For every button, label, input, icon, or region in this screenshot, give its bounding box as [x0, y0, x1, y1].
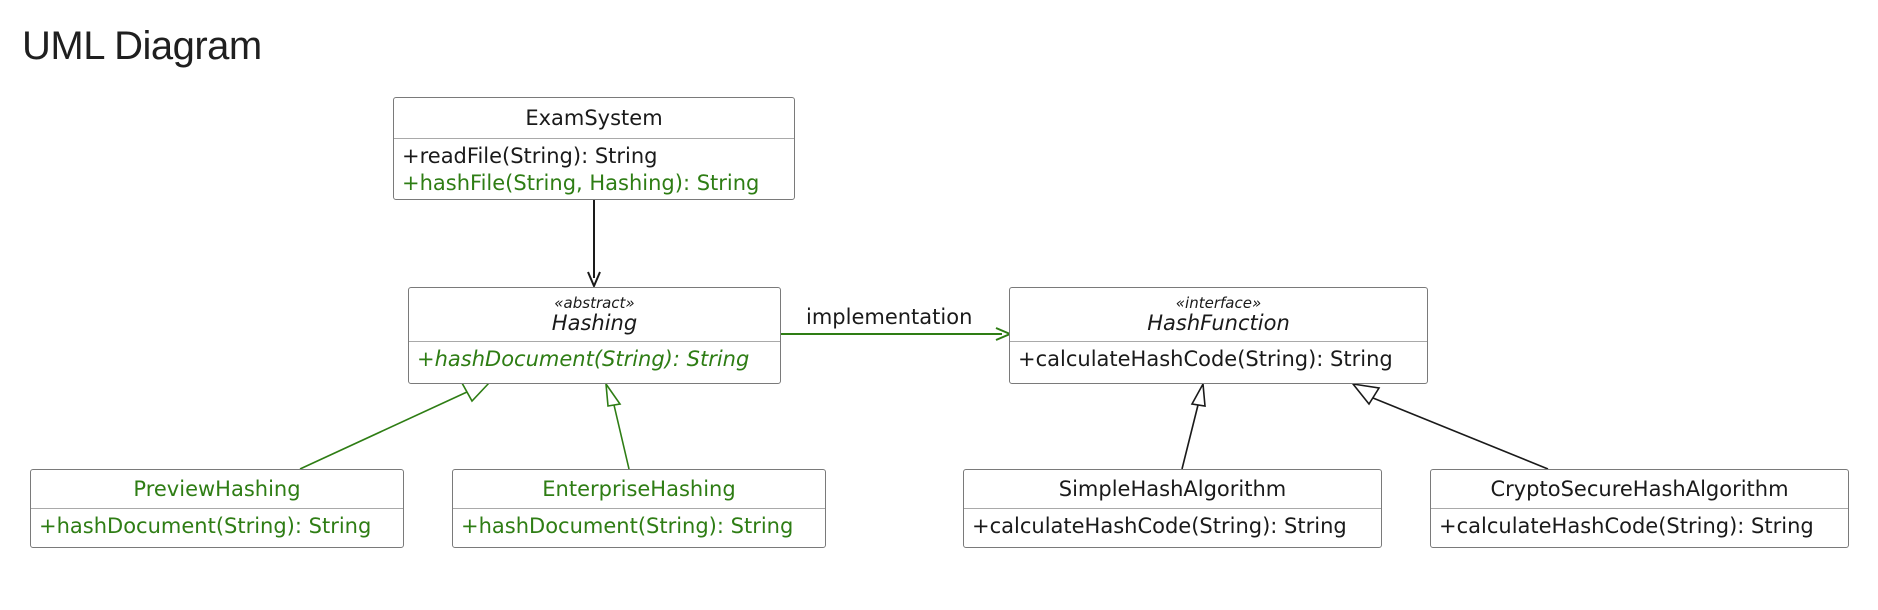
class-name: EnterpriseHashing: [542, 477, 736, 501]
class-name: Hashing: [551, 310, 638, 335]
method-hashdocument: +hashDocument(String): String: [39, 514, 372, 538]
implementation-label: implementation: [806, 305, 973, 329]
class-cryptosecurehashalgorithm[interactable]: CryptoSecureHashAlgorithm +calculateHash…: [1430, 469, 1849, 548]
class-examsystem[interactable]: ExamSystem +readFile(String): String +ha…: [393, 97, 795, 200]
method-hashfile: +hashFile(String, Hashing): String: [402, 171, 760, 195]
method-hashdocument: +hashDocument(String): String: [417, 347, 750, 371]
method-calculatehashcode: +calculateHashCode(String): String: [1018, 347, 1393, 371]
association-examsystem-hashing: [587, 200, 601, 289]
method-hashdocument: +hashDocument(String): String: [461, 514, 794, 538]
class-hashfunction[interactable]: «interface» HashFunction +calculateHashC…: [1009, 287, 1428, 384]
inheritance-enterprisehashing-hashing: [604, 381, 630, 470]
page-title: UML Diagram: [22, 24, 262, 68]
inheritance-previewhashing-hashing: [299, 382, 491, 470]
class-name: HashFunction: [1147, 310, 1290, 335]
method-readfile: +readFile(String): String: [402, 144, 658, 168]
class-enterprisehashing[interactable]: EnterpriseHashing +hashDocument(String):…: [452, 469, 826, 548]
inheritance-simplehash-hashfunction: [1181, 381, 1206, 470]
class-stereotype: «interface»: [1175, 293, 1262, 312]
association-hashing-hashfunction: [780, 327, 1013, 341]
class-name: CryptoSecureHashAlgorithm: [1490, 477, 1789, 501]
inheritance-cryptohash-hashfunction: [1351, 382, 1549, 470]
class-name: ExamSystem: [525, 106, 663, 130]
class-name: SimpleHashAlgorithm: [1058, 477, 1287, 501]
class-previewhashing[interactable]: PreviewHashing +hashDocument(String): St…: [30, 469, 404, 548]
method-calculatehashcode: +calculateHashCode(String): String: [1439, 514, 1814, 538]
class-stereotype: «abstract»: [554, 293, 635, 312]
class-hashing[interactable]: «abstract» Hashing +hashDocument(String)…: [408, 287, 781, 384]
method-calculatehashcode: +calculateHashCode(String): String: [972, 514, 1347, 538]
class-simplehashalgorithm[interactable]: SimpleHashAlgorithm +calculateHashCode(S…: [963, 469, 1382, 548]
class-name: PreviewHashing: [133, 477, 301, 501]
